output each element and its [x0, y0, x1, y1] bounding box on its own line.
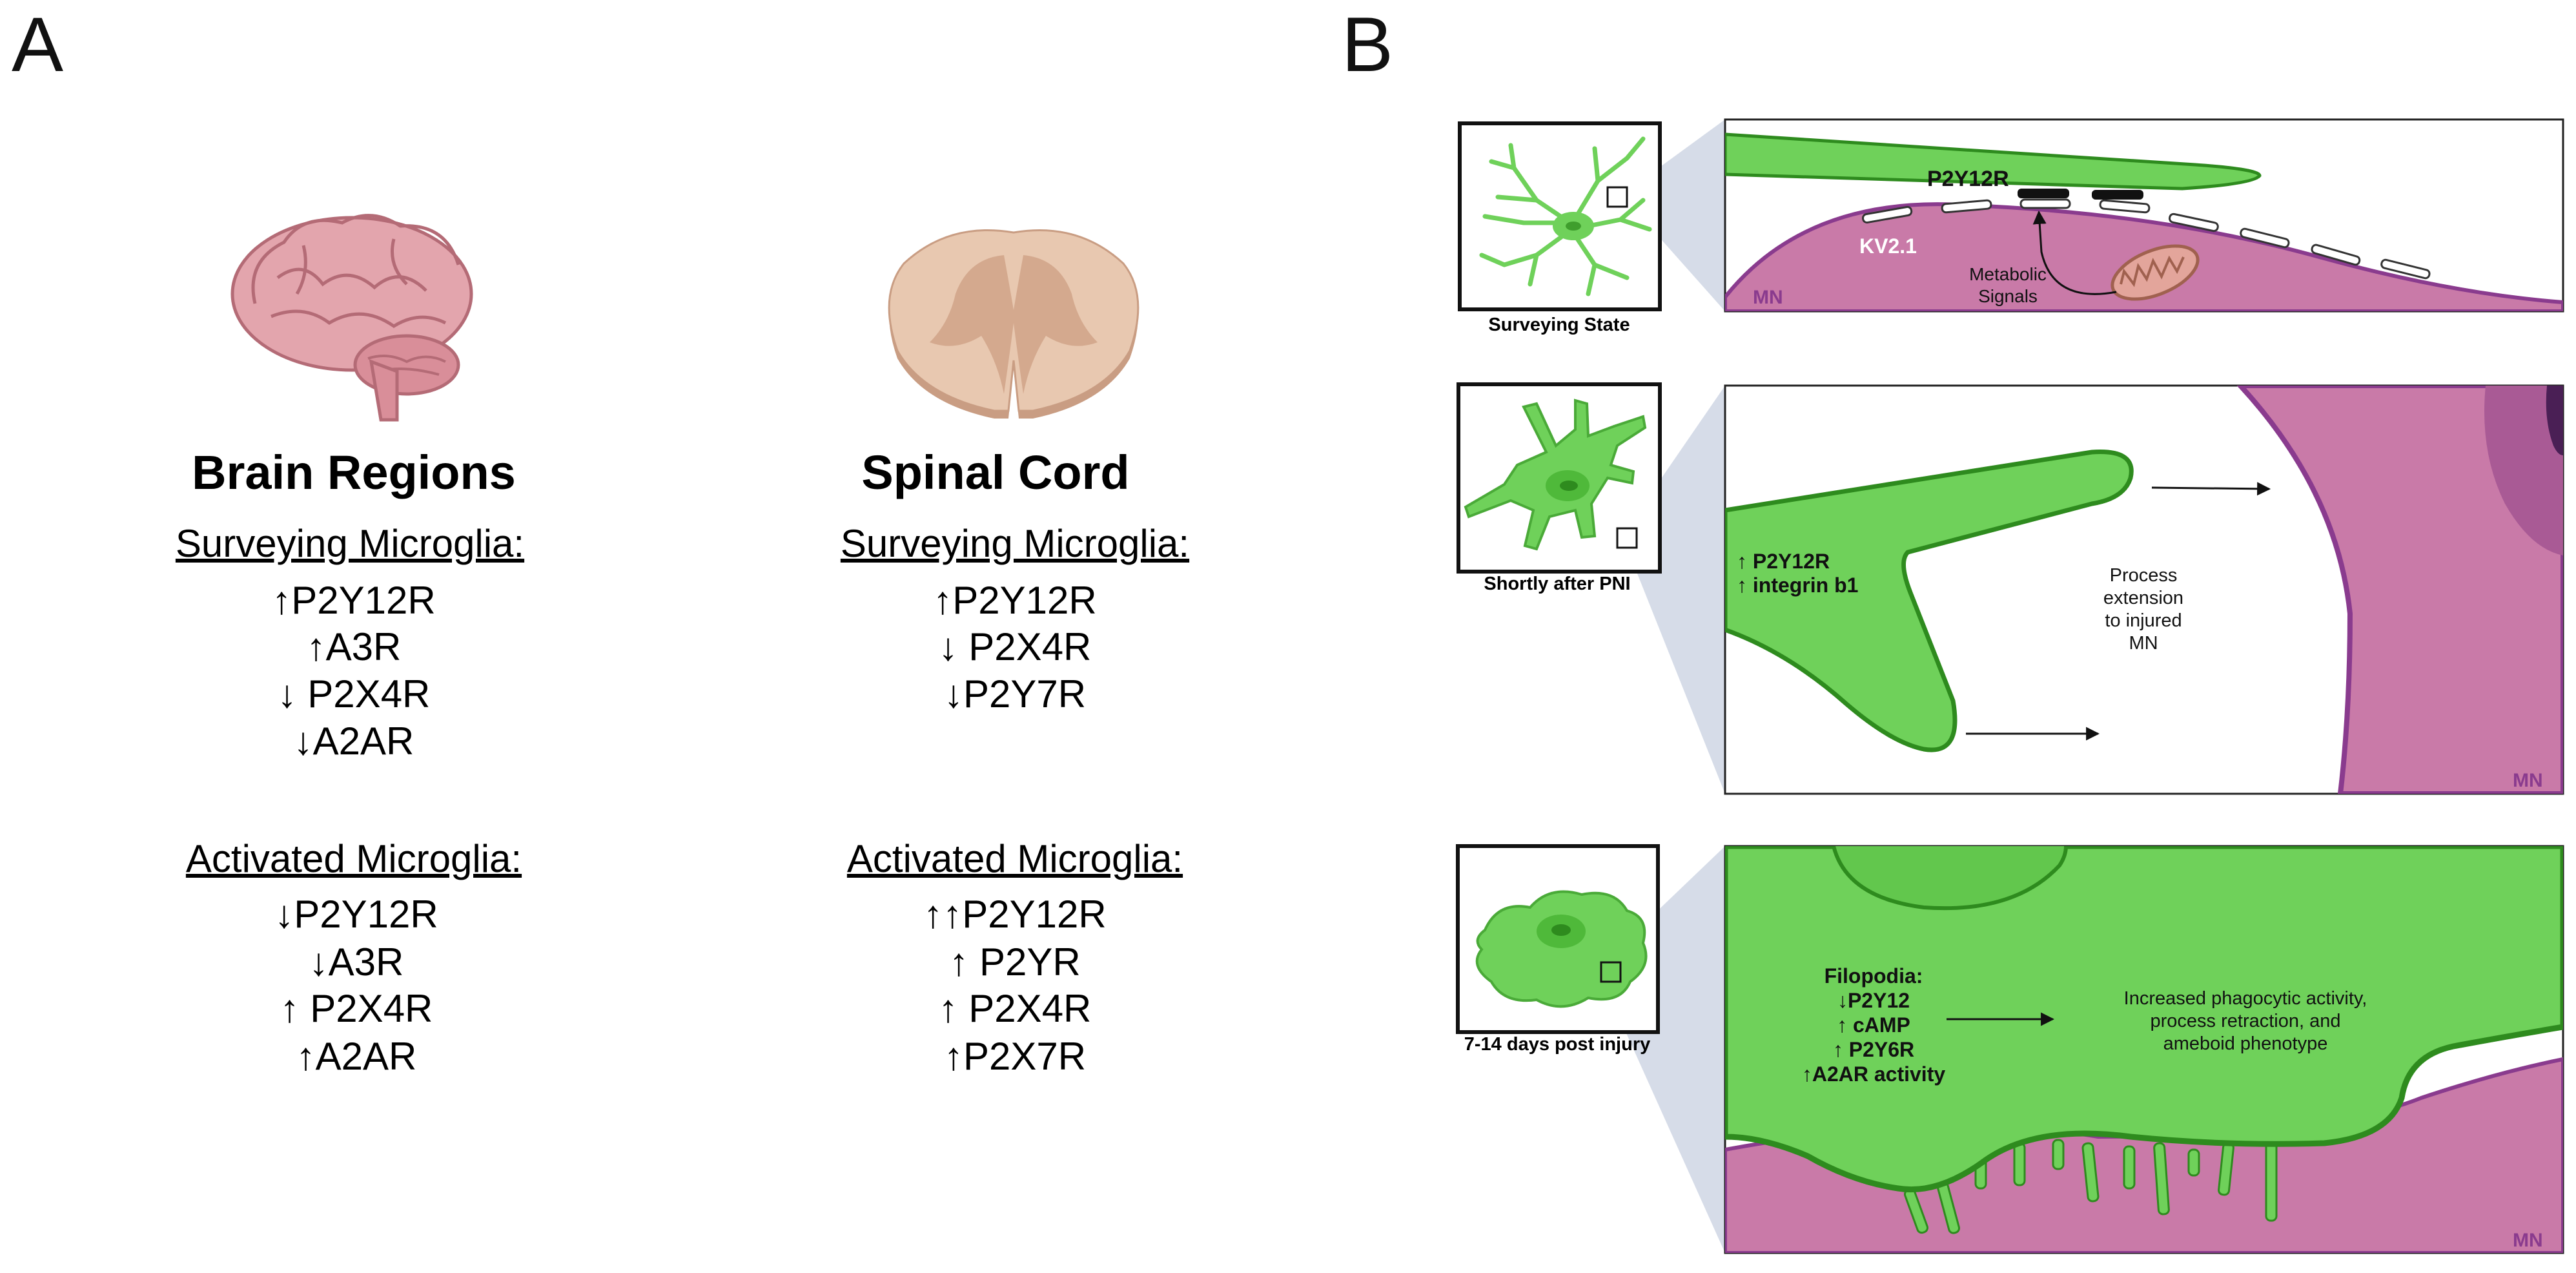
after-pni-marker-2: ↑ integrin b1: [1737, 574, 1858, 597]
filopodia-line: ↓P2Y12: [1837, 989, 1910, 1012]
after-pni-thumbnail: [1457, 382, 1662, 574]
mitochondrion-icon: [2111, 244, 2200, 301]
filopodia-list: ↓P2Y12 ↑ cAMP ↑ P2Y6R ↑A2AR activity: [1802, 989, 1946, 1086]
outcome-label-1: Increased phagocytic activity,: [2124, 988, 2367, 1009]
microglia-process: [1725, 132, 2262, 191]
metabolic-signal-arrow: [2032, 210, 2117, 295]
zoom-projection-1: [1632, 119, 1725, 311]
zoom-projection-2: [1627, 386, 1725, 794]
brain-activated-heading: Activated Microglia:: [186, 837, 522, 880]
filopodia-line: ↑ P2Y6R: [1833, 1038, 1914, 1061]
spinal-activated-list: ↑↑P2Y12R ↑ P2YR ↑ P2X4R ↑P2X7R: [923, 893, 1106, 1078]
brain-activated-line: ↓P2Y12R: [274, 893, 438, 936]
spinal-surveying-list: ↑P2Y12R ↓ P2X4R ↓P2Y7R: [933, 579, 1096, 716]
brain-surveying-heading: Surveying Microglia:: [176, 522, 524, 565]
extension-arrow-top: [2151, 482, 2271, 496]
brain-activated-line: ↑ P2X4R: [280, 987, 433, 1030]
surveying-state-caption: Surveying State: [1488, 315, 1630, 335]
post-injury-zoom-panel: [1724, 845, 2564, 1254]
microglia-nucleus-edge: [1832, 846, 2068, 911]
process-extension-label-4: MN: [2129, 633, 2158, 654]
metabolic-signals-label-2: Signals: [1978, 286, 2038, 306]
p2y12r-label: P2Y12R: [1927, 167, 2009, 191]
spinal-surveying-line: ↑P2Y12R: [933, 579, 1096, 622]
filopodia-line: ↑A2AR activity: [1802, 1062, 1946, 1086]
spinal-surveying-heading: Surveying Microglia:: [841, 522, 1189, 565]
filopodia-line: ↑ cAMP: [1837, 1013, 1910, 1037]
brain-surveying-line: ↑A3R: [307, 625, 402, 668]
spinal-activated-line: ↑↑P2Y12R: [923, 893, 1106, 936]
spinal-cord-icon: [888, 229, 1140, 419]
spinal-activated-line: ↑ P2X4R: [939, 987, 1092, 1030]
spinal-activated-heading: Activated Microglia:: [847, 837, 1183, 880]
filopodia-spikes: [1903, 1135, 2278, 1234]
brain-surveying-line: ↓ P2X4R: [278, 672, 431, 716]
post-injury-thumbnail: [1456, 844, 1660, 1034]
brain-surveying-list: ↑P2Y12R ↑A3R ↓ P2X4R ↓A2AR: [272, 579, 435, 763]
panel-b-letter: B: [1342, 1, 1393, 88]
spinal-cord-title: Spinal Cord: [861, 446, 1129, 499]
kv21-channels: [1861, 198, 2431, 280]
outcome-label-2: process retraction, and: [2151, 1011, 2341, 1031]
motor-neuron-nucleus: [2484, 386, 2563, 555]
filopodia-title: Filopodia:: [1825, 964, 1923, 988]
kv21-label: KV2.1: [1859, 234, 1917, 258]
ameboid-microglia-body: [1725, 846, 2563, 1193]
process-extension-label-2: extension: [2103, 588, 2183, 608]
spinal-surveying-line: ↓P2Y7R: [944, 672, 1086, 716]
spinal-activated-line: ↑ P2YR: [949, 940, 1080, 984]
brain-icon: [230, 214, 473, 422]
spinal-surveying-line: ↓ P2X4R: [939, 625, 1092, 668]
process-extension-label-3: to injured: [2105, 610, 2182, 631]
metabolic-signals-label-1: Metabolic: [1969, 264, 2047, 284]
mn-label-row3: MN: [2513, 1230, 2543, 1251]
process-extension-label-1: Process: [2110, 565, 2178, 586]
after-pni-caption: Shortly after PNI: [1484, 574, 1630, 594]
mn-label-row1: MN: [1753, 287, 1783, 308]
ameboid-microglia-icon: [1475, 890, 1648, 1008]
brain-regions-title: Brain Regions: [192, 446, 516, 499]
after-pni-marker-1: ↑ P2Y12R: [1737, 550, 1830, 573]
surveying-state-thumbnail: [1458, 121, 1662, 311]
mn-label-row2: MN: [2513, 770, 2543, 791]
surveying-microglia-icon: [1479, 136, 1652, 296]
brain-surveying-line: ↑P2Y12R: [272, 579, 435, 622]
panel-a-letter: A: [12, 1, 63, 88]
after-pni-zoom-panel: [1724, 384, 2564, 795]
spinal-activated-line: ↑P2X7R: [944, 1035, 1086, 1078]
p2y12r-receptors: [2018, 189, 2143, 200]
brain-activated-line: ↑A2AR: [296, 1035, 417, 1078]
post-injury-caption: 7-14 days post injury: [1464, 1034, 1651, 1055]
extending-microglia-process: [1725, 450, 2134, 752]
surveying-state-zoom-panel: [1724, 118, 2564, 313]
brain-activated-list: ↓P2Y12R ↓A3R ↑ P2X4R ↑A2AR: [274, 893, 438, 1078]
outcome-label-3: ameboid phenotype: [2163, 1033, 2328, 1054]
brain-activated-line: ↓A3R: [309, 940, 404, 984]
injured-motor-neuron: [2236, 386, 2563, 794]
brain-surveying-line: ↓A2AR: [294, 719, 414, 763]
